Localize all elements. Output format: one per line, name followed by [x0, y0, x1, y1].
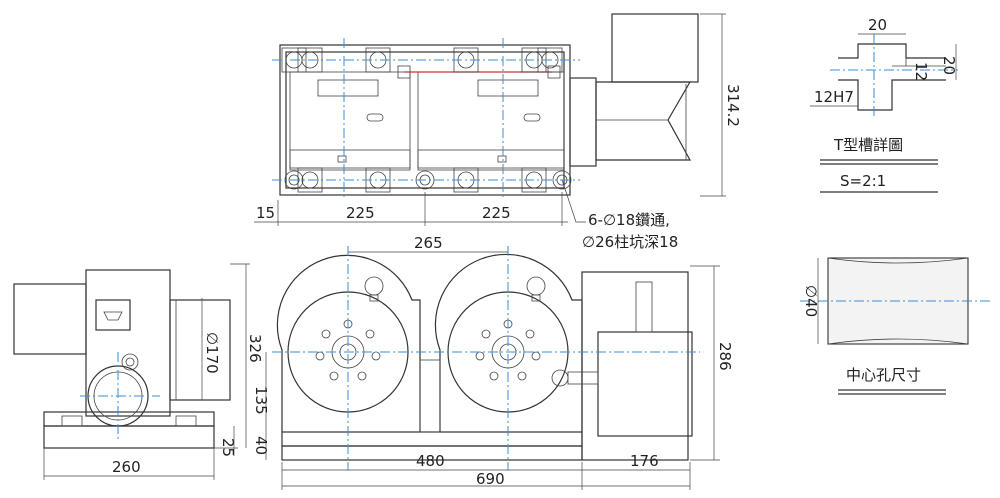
tslot-height-20: 20	[940, 56, 958, 75]
front-view: 265 135 40 480 690 176 286	[252, 234, 734, 490]
front-dim-40: 40	[252, 436, 270, 455]
front-height-286: 286	[716, 342, 734, 371]
dim-225-left: 225	[346, 204, 375, 222]
tslot-detail-scale: S=2:1	[840, 172, 886, 190]
top-view: 15 225 225 314.2 6-∅18鑽通, ∅26柱坑深18	[254, 13, 742, 251]
side-width-260: 260	[112, 458, 141, 476]
center-hole-diameter: ∅40	[802, 285, 820, 317]
side-diameter-170: ∅170	[203, 332, 221, 374]
front-dim-176: 176	[630, 452, 659, 470]
front-dim-690: 690	[476, 470, 505, 488]
tslot-width-20: 20	[868, 16, 887, 34]
center-hole-title: 中心孔尺寸	[846, 366, 921, 384]
tslot-fit-12h7: 12H7	[814, 88, 854, 106]
side-height-25: 25	[219, 438, 237, 457]
tslot-detail-title: T型槽詳圖	[833, 136, 903, 154]
tslot-height-12: 12	[912, 62, 930, 81]
front-dim-135: 135	[252, 386, 270, 415]
dim-15: 15	[256, 204, 275, 222]
front-dim-265: 265	[414, 234, 443, 252]
side-view: 326 ∅170 25 260	[13, 263, 264, 480]
dim-225-right: 225	[482, 204, 511, 222]
tslot-detail: 20 20 12 12H7 T型槽詳圖 S=2:1	[810, 16, 958, 193]
dim-314-2: 314.2	[724, 84, 742, 127]
side-height-326: 326	[246, 334, 264, 363]
center-hole-detail: ∅40 中心孔尺寸	[800, 257, 990, 395]
front-dim-480: 480	[416, 452, 445, 470]
hole-note-line1: 6-∅18鑽通,	[588, 211, 670, 229]
hole-note-line2: ∅26柱坑深18	[582, 233, 678, 251]
